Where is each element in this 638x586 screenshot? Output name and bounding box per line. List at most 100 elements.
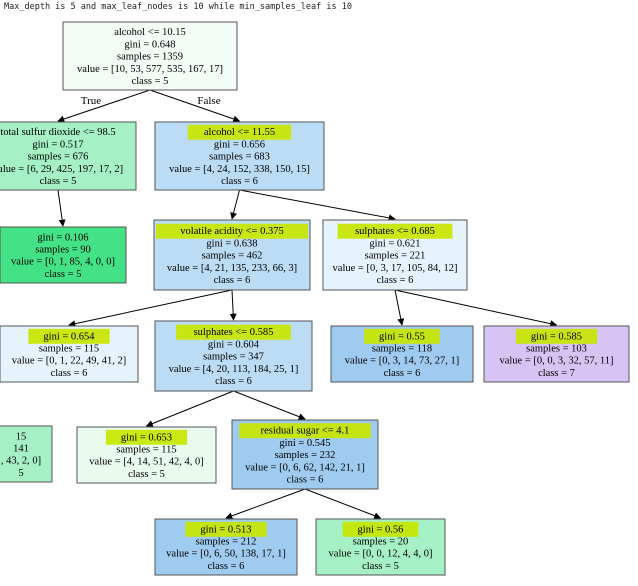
node-line: value = [0, 3, 14, 73, 27, 1] (345, 356, 459, 367)
highlight-mark (185, 521, 267, 537)
node-line: value = [0, 0, 3, 32, 57, 11] (499, 356, 613, 367)
node-line: gini = 0.56 (358, 524, 404, 535)
node-line: volatile acidity <= 0.375 (180, 226, 283, 237)
highlight-mark (187, 124, 292, 140)
node-box (62, 21, 238, 91)
node-line: samples = 118 (372, 344, 432, 355)
node-line: value = [0, 1, 85, 4, 0, 0] (11, 257, 115, 268)
edge-n1-n3 (57, 189, 66, 227)
node-line: value = [4, 20, 113, 184, 25, 1] (169, 364, 299, 375)
edge-label-false: False (197, 95, 220, 107)
edge-n7-n11 (145, 390, 234, 427)
node-line: gini = 0.621 (369, 238, 420, 249)
edge-n5-n9 (394, 289, 558, 328)
node-line: class = 6 (377, 275, 414, 286)
node-line: class = 6 (287, 475, 324, 486)
node-line: gini = 0.545 (279, 438, 330, 449)
highlight-mark (105, 429, 188, 445)
node-line: samples = 212 (196, 537, 257, 548)
node-line: class = 6 (208, 561, 245, 572)
edges-layer (57, 89, 558, 520)
node-line: value = [0, 1, 22, 49, 41, 2] (12, 356, 126, 367)
highlight-mark (239, 423, 371, 439)
node-line: 5 (18, 468, 23, 479)
edge-n7-n12 (233, 390, 306, 420)
highlight-mark (364, 328, 440, 344)
node-line: 15 (16, 431, 27, 442)
node-line: gini = 0.55 (379, 331, 425, 342)
node-line: gini = 0.656 (214, 139, 265, 150)
node-line: samples = 676 (28, 152, 89, 163)
node-line: class = 7 (538, 368, 575, 379)
node-line: class = 6 (215, 376, 252, 387)
node-line: value = [6, 29, 425, 197, 17, 2] (0, 164, 123, 175)
node-line: total sulfur dioxide <= 98.5 (0, 127, 115, 138)
edge-n2-n4 (230, 189, 240, 220)
node-line: class = 5 (362, 561, 399, 572)
node-line: value = [0, 6, 50, 138, 17, 1] (166, 549, 286, 560)
node-line: class = 6 (221, 176, 258, 187)
highlight-mark (156, 223, 308, 239)
node-line: samples = 683 (209, 152, 270, 163)
node-line: sulphates <= 0.685 (355, 226, 435, 237)
node-line: samples = 115 (39, 344, 99, 355)
node-line: gini = 0.106 (37, 232, 88, 243)
node-box (0, 425, 53, 483)
edge-n0-n1 (57, 89, 151, 123)
node-line: samples = 1359 (117, 52, 183, 63)
node-line: value = [0, 3, 17, 105, 84, 12] (333, 263, 458, 274)
node-line: gini = 0.513 (200, 524, 251, 535)
edge-labels-layer: True False (81, 95, 221, 107)
node-line: samples = 115 (116, 445, 176, 456)
edge-n4-n7 (229, 289, 237, 321)
node-line: class = 5 (132, 76, 169, 87)
node-line: value = [4, 24, 152, 338, 150, 15] (169, 164, 310, 175)
edge-n12-n14 (304, 488, 382, 520)
edge-label-true: True (81, 95, 101, 107)
node-line: samples = 462 (202, 251, 263, 262)
node-line: gini = 0.517 (32, 139, 83, 150)
node-line: value = [10, 53, 577, 535, 167, 17] (77, 64, 223, 75)
node-line: samples = 20 (353, 537, 409, 548)
node-line: gini = 0.585 (531, 331, 582, 342)
node-line: 141 (13, 444, 29, 455)
edge-n5-n8 (394, 289, 405, 326)
node-line: samples = 347 (203, 352, 264, 363)
node-line: samples = 90 (35, 245, 91, 256)
node-line: class = 6 (384, 368, 421, 379)
figure-caption: Max_depth is 5 and max_leaf_nodes is 10 … (4, 2, 352, 12)
node-line: gini = 0.648 (124, 39, 175, 50)
highlight-mark (337, 223, 453, 239)
edge-n12-n13 (225, 488, 306, 520)
edge-n0-n2 (149, 89, 241, 123)
node-line: class = 5 (40, 176, 77, 187)
node-box (0, 226, 127, 284)
highlight-mark (342, 521, 419, 537)
node-line: samples = 232 (275, 450, 336, 461)
highlight-mark (515, 328, 598, 344)
node-line: class = 5 (45, 269, 82, 280)
node-line: value = [4, 14, 51, 42, 4, 0] (89, 457, 203, 468)
node-line: sulphates <= 0.585 (194, 327, 274, 338)
node-line: class = 6 (51, 368, 88, 379)
node-line: gini = 0.653 (121, 432, 172, 443)
node-line: gini = 0.654 (43, 331, 95, 342)
node-line: value = [0, 6, 62, 142, 21, 1] (245, 462, 365, 473)
node-line: class = 5 (128, 469, 165, 480)
node-box (0, 121, 137, 191)
node-line: gini = 0.604 (208, 339, 260, 350)
